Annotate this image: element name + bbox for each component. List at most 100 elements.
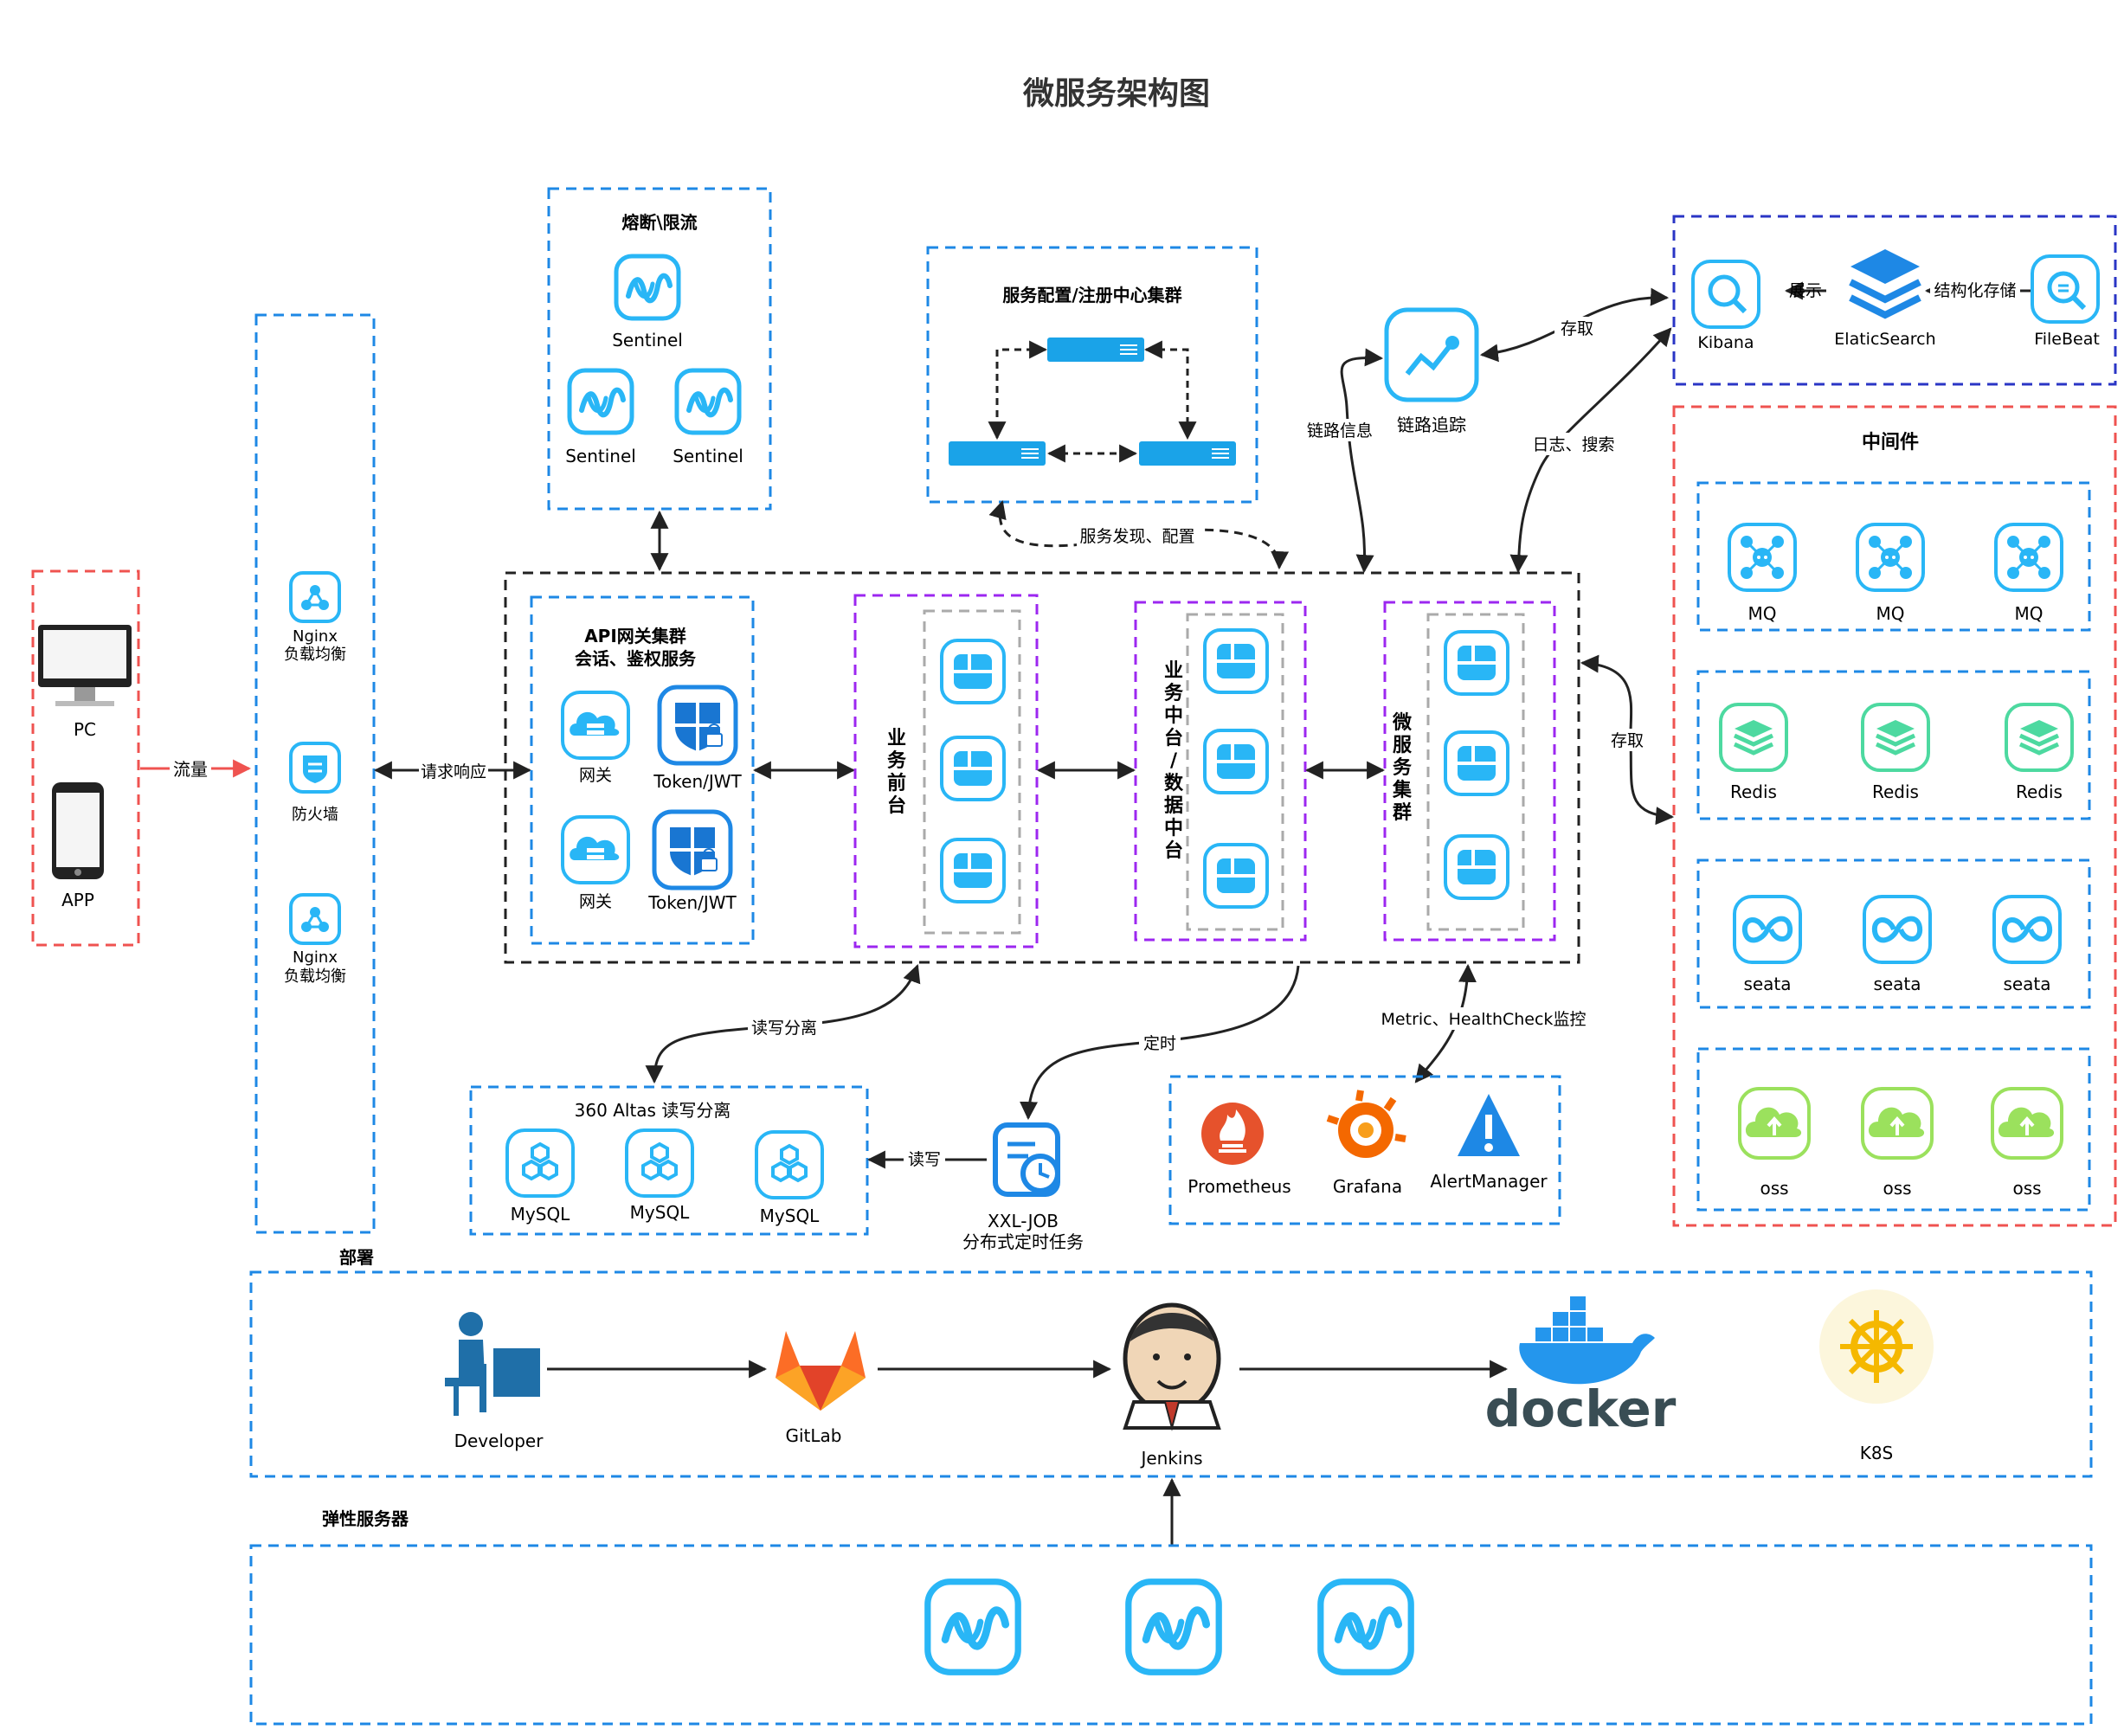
elasticsearch-icon — [1849, 249, 1921, 319]
business-front-char: 前 — [887, 772, 906, 794]
rw-label: 读写 — [908, 1150, 941, 1169]
mq-label: MQ — [2015, 603, 2044, 624]
oss-label: oss — [1760, 1178, 1788, 1199]
sentinel-label: Sentinel — [565, 446, 636, 466]
developer-icon — [445, 1312, 540, 1416]
nginx-desc-1: 负载均衡 — [284, 646, 346, 664]
mysql-label: MySQL — [511, 1204, 571, 1225]
mq-icon — [1994, 523, 2063, 592]
logs-search-arrow — [1509, 327, 1672, 574]
business-middle-char: / — [1170, 750, 1178, 772]
mysql-icon — [505, 1128, 575, 1198]
prometheus-icon — [1201, 1103, 1264, 1165]
seata-box — [1696, 858, 2091, 1009]
grafana-label: Grafana — [1333, 1176, 1402, 1197]
xxl-job-icon — [993, 1122, 1060, 1197]
xxl-job-name: XXL-JOB — [988, 1211, 1059, 1231]
mq-label: MQ — [1876, 603, 1905, 624]
kibana-icon — [1691, 260, 1760, 329]
gitlab-icon — [776, 1331, 866, 1411]
business-front-label: 业 务 前 台 — [887, 728, 907, 817]
xxl-job-desc: 分布式定时任务 — [962, 1231, 1084, 1252]
alert-icon — [1458, 1094, 1520, 1156]
service-icon — [940, 838, 1006, 903]
docker-label: docker — [1485, 1379, 1677, 1438]
link-info-arrow — [1340, 348, 1384, 574]
nginx-label-1: Nginx — [293, 627, 338, 646]
gateway-subtitle: 会话、鉴权服务 — [575, 648, 697, 669]
service-icon — [1444, 630, 1509, 696]
gateway-cloud-icon — [561, 691, 630, 760]
deploy-title: 部署 — [339, 1247, 374, 1268]
business-middle-char: 台 — [1164, 839, 1183, 862]
discovery-label: 服务发现、配置 — [1079, 527, 1194, 546]
discovery-arrow — [988, 499, 1290, 570]
gateway-box — [530, 595, 755, 945]
jenkins-label: Jenkins — [1139, 1448, 1202, 1469]
business-middle-char: 中 — [1164, 818, 1183, 839]
app-label: APP — [61, 890, 94, 910]
business-front-box — [853, 594, 1039, 948]
business-middle-char: 数 — [1164, 772, 1184, 794]
sentinel-icon — [570, 370, 632, 433]
docker-whale-icon — [1519, 1296, 1655, 1385]
flow-label: 流量 — [173, 759, 208, 780]
oss-icon — [1738, 1087, 1811, 1160]
rw-split-label: 读写分离 — [751, 1019, 817, 1038]
microservices-box — [1383, 601, 1556, 942]
show-label: 展示 — [1789, 281, 1822, 300]
sentinel-icon — [616, 256, 679, 318]
database-title: 360 Altas 读写分离 — [575, 1100, 731, 1121]
circuit-breaker-title: 熔断\限流 — [621, 212, 697, 233]
middleware-title: 中间件 — [1862, 432, 1919, 453]
middleware-store-label: 存取 — [1611, 731, 1644, 750]
business-middle-char: 务 — [1164, 683, 1184, 704]
page-title: 微服务架构图 — [1022, 76, 1210, 112]
business-middle-label: 业 务 中 台 / 数 据 中 台 — [1164, 660, 1184, 862]
mysql-icon — [625, 1128, 694, 1198]
server-icon — [1138, 440, 1237, 466]
mq-icon — [1728, 523, 1797, 592]
service-icon — [1444, 730, 1509, 796]
developer-label: Developer — [454, 1431, 544, 1451]
monitoring-box — [1168, 1075, 1561, 1225]
sentinel-icon — [677, 370, 739, 433]
structured-store-label: 结构化存储 — [1934, 281, 2016, 300]
business-middle-char: 台 — [1164, 727, 1183, 749]
elastic-server-icon — [1321, 1582, 1411, 1672]
services-container — [504, 571, 1580, 964]
trace-store-label: 存取 — [1561, 319, 1593, 338]
alertmanager-label: AlertManager — [1430, 1171, 1548, 1192]
redis-label: Redis — [1730, 781, 1777, 802]
business-front-char: 业 — [887, 728, 906, 749]
nginx-desc-2: 负载均衡 — [284, 968, 346, 986]
tracing-label: 链路追踪 — [1397, 415, 1466, 435]
microservices-char: 务 — [1393, 757, 1413, 779]
microservices-char: 群 — [1393, 801, 1412, 824]
firewall-icon — [289, 742, 341, 794]
service-icon — [1203, 628, 1269, 694]
gateway-label: 网关 — [579, 892, 612, 911]
token-label: Token/JWT — [653, 771, 742, 792]
elastic-box — [249, 1544, 2093, 1726]
business-middle-char: 中 — [1164, 705, 1183, 727]
microservices-char: 服 — [1393, 735, 1413, 756]
service-icon — [940, 639, 1006, 704]
mq-label: MQ — [1748, 603, 1777, 624]
oss-label: oss — [1883, 1178, 1911, 1199]
seata-icon — [1735, 897, 1800, 962]
clients-box — [31, 569, 140, 947]
service-icon — [1444, 834, 1509, 900]
mq-icon — [1856, 523, 1925, 592]
oss-icon — [1861, 1087, 1934, 1160]
seata-icon — [1994, 897, 2060, 962]
filebeat-icon — [2031, 254, 2100, 324]
phone-icon — [52, 782, 104, 879]
service-icon — [1203, 729, 1269, 794]
seata-label: seata — [1873, 974, 1921, 994]
oss-box — [1696, 1047, 2091, 1212]
nginx-icon — [289, 893, 341, 945]
microservices-label: 微 服 务 集 群 — [1392, 711, 1413, 824]
registry-title: 服务配置/注册中心集群 — [1002, 285, 1181, 305]
